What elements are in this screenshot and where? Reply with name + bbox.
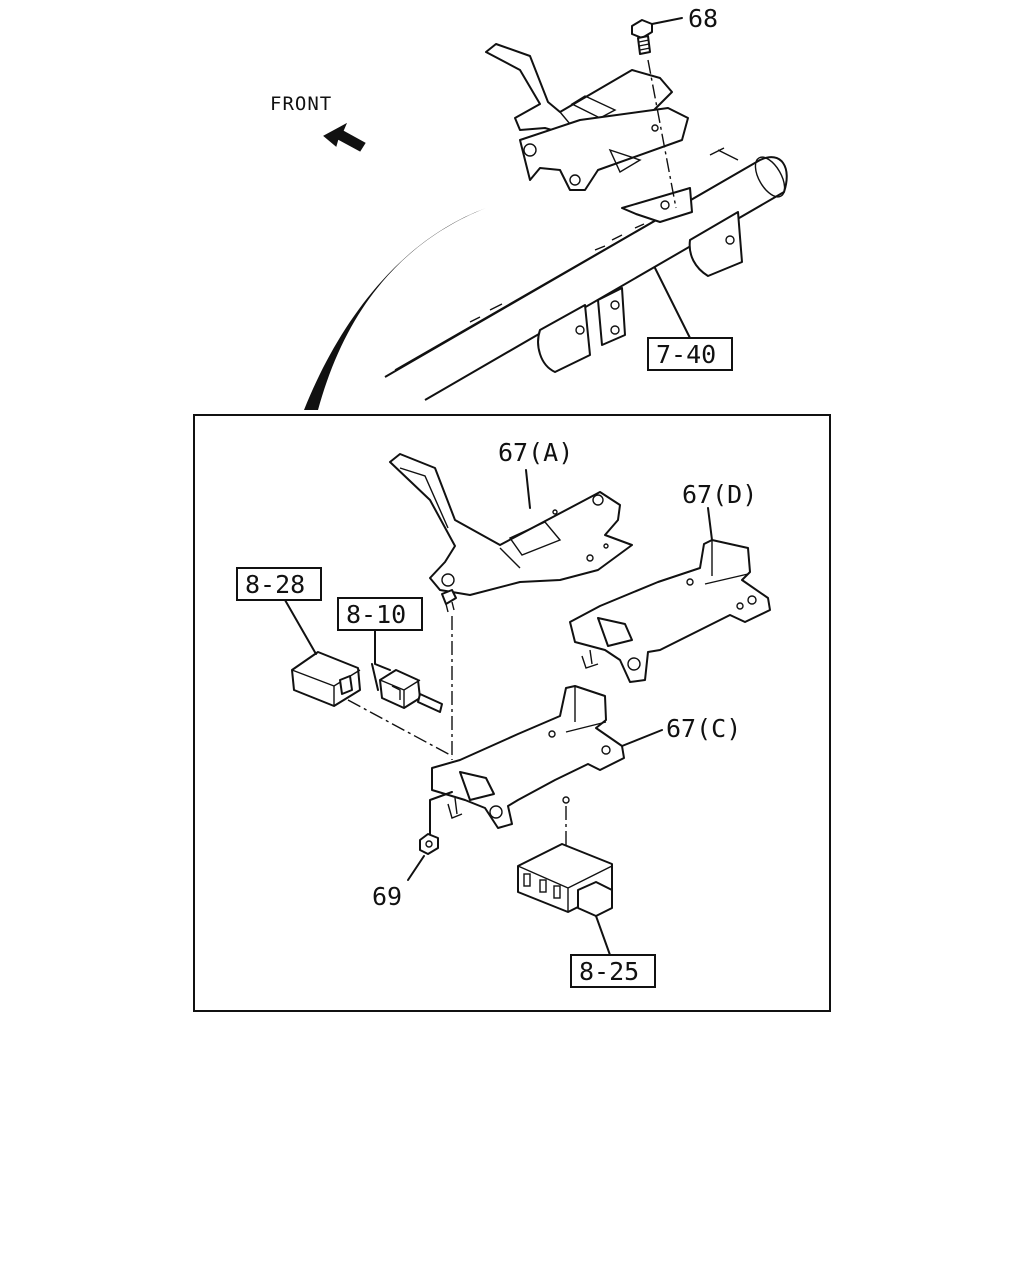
detail-sweep-arc [304, 208, 486, 410]
ref-box-8-25 [570, 954, 656, 988]
ref-box-7-40 [647, 337, 733, 371]
ref-8-10: 8-10 [346, 600, 406, 629]
overview-assembly: FRONT [270, 4, 788, 410]
callout-67c: 67(C) [666, 714, 741, 743]
crossmember-tube [384, 147, 788, 401]
nut-69: 69 [372, 791, 453, 911]
callout-67a: 67(A) [498, 438, 573, 467]
switch-8-10: 8-10 [337, 597, 443, 713]
detail-frame [193, 414, 831, 1012]
bracket-67d: 67(D) [569, 480, 771, 683]
ref-7-40: 7-40 [656, 340, 716, 369]
ref-8-28: 8-28 [245, 570, 305, 599]
overview-bracket [485, 43, 693, 223]
front-arrow-icon [323, 122, 366, 152]
bolt-68: 68 [631, 4, 718, 209]
front-label: FRONT [270, 93, 332, 115]
bracket-67a: 67(A) [389, 438, 633, 596]
relay-8-25: 8-25 [517, 806, 656, 988]
ref-box-8-28 [236, 567, 322, 601]
ref-box-8-10 [337, 597, 423, 631]
detail-assembly: 67(A) 67(D) [236, 438, 771, 988]
callout-67d: 67(D) [682, 480, 757, 509]
detail-bolt [441, 589, 457, 760]
bracket-67c: 67(C) [431, 685, 741, 829]
callout-68: 68 [688, 4, 718, 33]
module-8-28: 8-28 [236, 567, 453, 757]
ref-8-25: 8-25 [579, 957, 639, 986]
callout-69: 69 [372, 882, 402, 911]
